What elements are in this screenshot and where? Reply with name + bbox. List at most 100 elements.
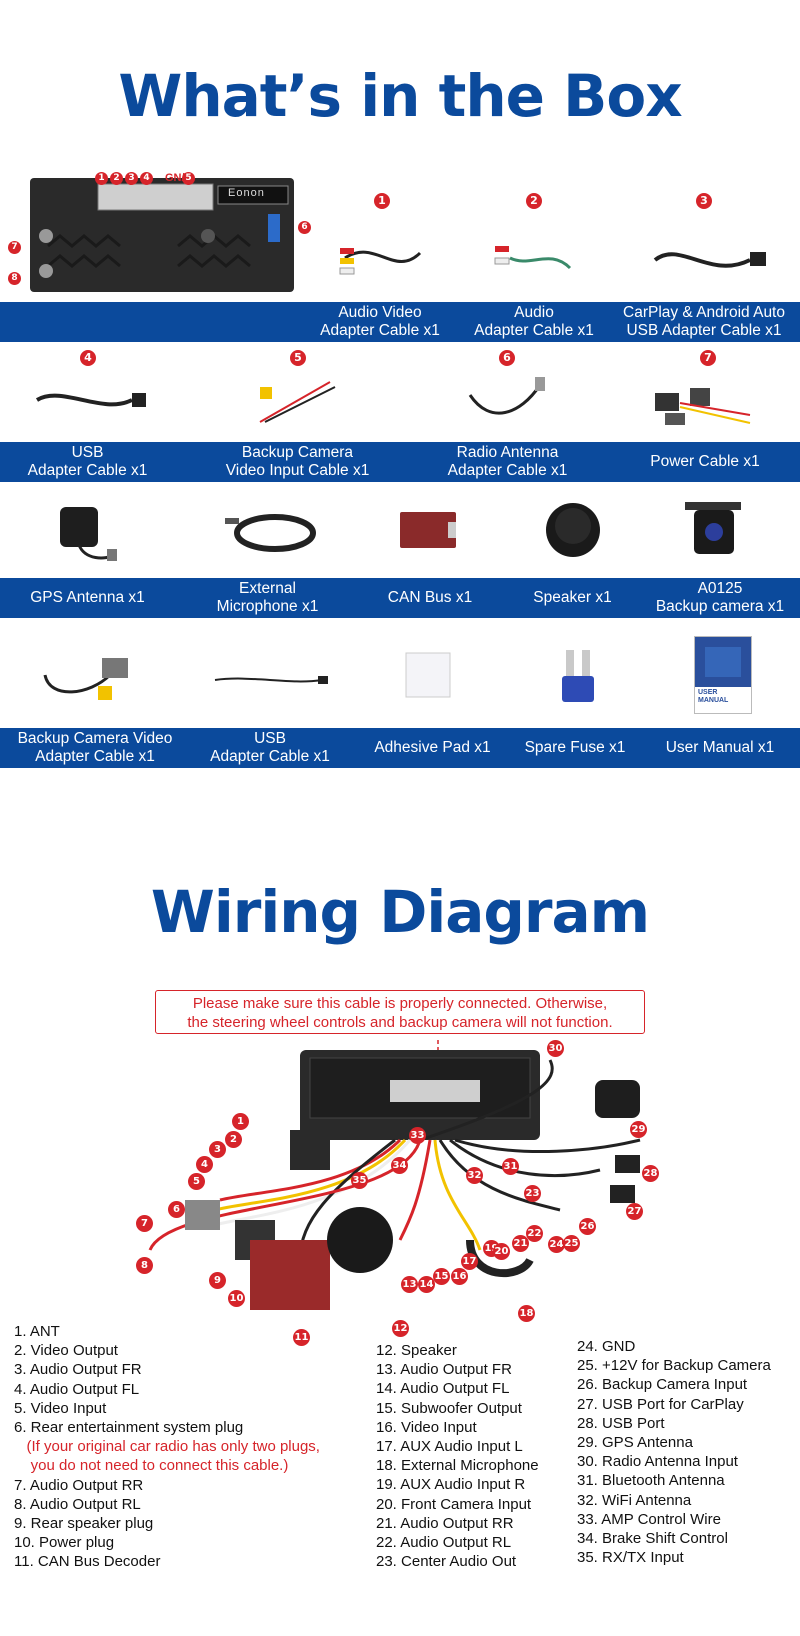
diagram-marker-32: 32 <box>466 1167 483 1184</box>
legend-item: 5. Video Input <box>14 1399 107 1417</box>
diagram-marker-1: 1 <box>232 1113 249 1130</box>
wiring-title: Wiring Diagram <box>150 878 650 946</box>
unit-marker-6: 6 <box>298 221 311 234</box>
item-2-marker: 2 <box>526 193 542 209</box>
legend-item: 34. Brake Shift Control <box>577 1530 728 1548</box>
item-4-marker: 4 <box>80 350 96 366</box>
legend-item: 1. ANT <box>14 1323 60 1340</box>
unit-marker-3: 3 <box>125 172 138 185</box>
manual-text: USER MANUAL <box>698 689 729 704</box>
legend-col-2: 12. Speaker 13. Audio Output FR 14. Audi… <box>376 1341 539 1571</box>
item-1-marker: 1 <box>374 193 390 209</box>
legend-item: 3. Audio Output FR <box>14 1361 142 1379</box>
legend-item: 10. Power plug <box>14 1534 115 1552</box>
legend-item: 35. RX/TX Input <box>577 1549 684 1567</box>
legend-item: 26. Backup Camera Input <box>577 1376 748 1394</box>
legend-item: 25. +12V for Backup Camera <box>577 1357 771 1375</box>
legend-item: 21. Audio Output RR <box>376 1514 514 1532</box>
diagram-marker-14: 14 <box>418 1276 435 1293</box>
row4-caption-band <box>0 728 800 768</box>
audio-cable-image <box>490 228 580 293</box>
item-6-marker: 6 <box>499 350 515 366</box>
legend-warning-note: (If your original car radio has only two… <box>14 1438 320 1456</box>
legend-item: 24. GND <box>577 1338 636 1355</box>
diagram-marker-29: 29 <box>630 1121 647 1138</box>
diagram-marker-13: 13 <box>401 1276 418 1293</box>
diagram-marker-34: 34 <box>391 1157 408 1174</box>
caption-usb-adapter-cable: USB Adapter Cable x1 <box>210 730 330 765</box>
legend-item: 16. Video Input <box>376 1418 477 1436</box>
diagram-marker-4: 4 <box>196 1156 213 1173</box>
user-manual-image: USER MANUAL <box>694 636 752 714</box>
legend-item: 19. AUX Audio Input R <box>376 1476 526 1494</box>
diagram-marker-22: 22 <box>526 1225 543 1242</box>
diagram-marker-7: 7 <box>136 1215 153 1232</box>
legend-item: 33. AMP Control Wire <box>577 1510 721 1528</box>
legend-item: 15. Subwoofer Output <box>376 1399 522 1417</box>
diagram-marker-8: 8 <box>136 1257 153 1274</box>
diagram-marker-10: 10 <box>228 1290 245 1307</box>
legend-item: 22. Audio Output RL <box>376 1534 512 1552</box>
diagram-marker-9: 9 <box>209 1272 226 1289</box>
diagram-marker-5: 5 <box>188 1173 205 1190</box>
legend-item: 4. Audio Output FL <box>14 1380 140 1398</box>
caption-backup-camera-cable: Backup Camera Video Input Cable x1 <box>225 444 370 479</box>
legend-item: 9. Rear speaker plug <box>14 1515 154 1533</box>
caption-power-cable: Power Cable x1 <box>650 453 760 470</box>
diagram-marker-31: 31 <box>502 1158 519 1175</box>
diagram-marker-2: 2 <box>225 1131 242 1148</box>
legend-item: 20. Front Camera Input <box>376 1495 532 1513</box>
legend-item: 14. Audio Output FL <box>376 1380 510 1398</box>
row1-caption-band <box>0 302 800 342</box>
diagram-marker-17: 17 <box>461 1253 478 1270</box>
legend-item: 29. GPS Antenna <box>577 1434 693 1452</box>
caption-backup-camera: A0125 Backup camera x1 <box>655 580 785 615</box>
row3-caption-band <box>0 578 800 618</box>
diagram-marker-3: 3 <box>209 1141 226 1158</box>
radio-antenna-cable-image <box>460 375 550 430</box>
backup-camera-adapter-image <box>40 650 140 715</box>
connection-notice: Please make sure this cable is properly … <box>155 990 645 1034</box>
usb-adapter-cable-image <box>210 670 330 695</box>
caption-adhesive-pad: Adhesive Pad x1 <box>374 739 491 756</box>
legend-warning-note: you do not need to connect this cable.) <box>14 1457 289 1475</box>
unit-marker-1: 1 <box>95 172 108 185</box>
notice-text: Please make sure this cable is properly … <box>187 995 613 1031</box>
audio-video-cable-image <box>335 228 425 293</box>
caption-audio-video-cable: Audio Video Adapter Cable x1 <box>320 304 440 339</box>
box-title: What’s in the Box <box>118 62 682 130</box>
caption-external-microphone: External Microphone x1 <box>216 580 319 615</box>
diagram-marker-26: 26 <box>579 1218 596 1235</box>
unit-marker-5: 5 <box>182 172 195 185</box>
diagram-marker-11: 11 <box>293 1329 310 1346</box>
brand-label: Eonon <box>228 187 265 199</box>
caption-usb-cable: USB Adapter Cable x1 <box>27 444 148 479</box>
diagram-marker-21: 21 <box>512 1235 529 1252</box>
legend-item: 32. WiFi Antenna <box>577 1491 692 1509</box>
diagram-marker-16: 16 <box>451 1268 468 1285</box>
adhesive-pad-image <box>405 652 451 703</box>
diagram-marker-28: 28 <box>642 1165 659 1182</box>
unit-marker-7: 7 <box>8 241 21 254</box>
item-7-marker: 7 <box>700 350 716 366</box>
caption-carplay-cable: CarPlay & Android Auto USB Adapter Cable… <box>623 304 785 339</box>
diagram-marker-6: 6 <box>168 1201 185 1218</box>
carplay-usb-cable-image <box>650 240 770 285</box>
legend-item: 17. AUX Audio Input L <box>376 1438 523 1456</box>
legend-item: 31. Bluetooth Antenna <box>577 1472 725 1490</box>
caption-radio-antenna-cable: Radio Antenna Adapter Cable x1 <box>447 444 568 479</box>
diagram-marker-27: 27 <box>626 1203 643 1220</box>
legend-item: 6. Rear entertainment system plug <box>14 1419 244 1437</box>
legend-item: 27. USB Port for CarPlay <box>577 1395 744 1413</box>
caption-gps-antenna: GPS Antenna x1 <box>30 589 145 606</box>
external-microphone-image <box>220 508 320 563</box>
legend-item: 13. Audio Output FR <box>376 1361 512 1379</box>
diagram-marker-12: 12 <box>392 1320 409 1337</box>
caption-user-manual: User Manual x1 <box>665 739 775 756</box>
legend-item: 23. Center Audio Out <box>376 1553 517 1571</box>
usb-cable-image <box>32 385 147 420</box>
legend-item: 8. Audio Output RL <box>14 1495 141 1513</box>
legend-item: 30. Radio Antenna Input <box>577 1453 738 1471</box>
legend-col-1: 1. ANT 2. Video Output 3. Audio Output F… <box>14 1322 320 1572</box>
unit-marker-8: 8 <box>8 272 21 285</box>
